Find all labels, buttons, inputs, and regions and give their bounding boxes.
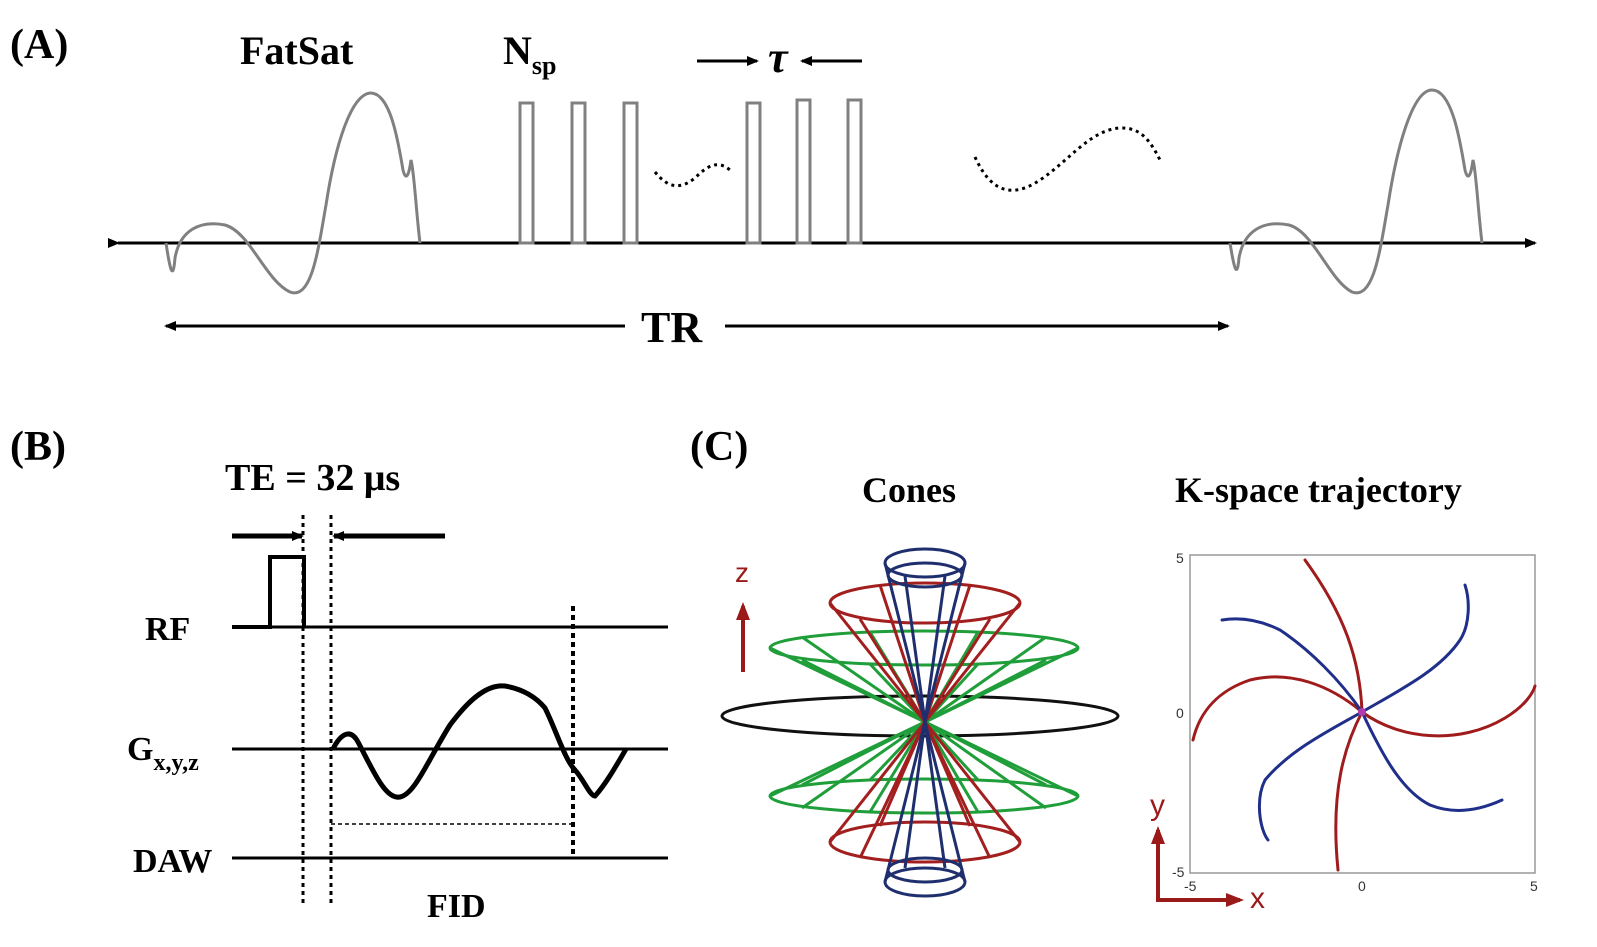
tr-label: TR bbox=[641, 303, 703, 352]
nsp-subscript: sp bbox=[532, 51, 557, 80]
traj-blue-arm bbox=[1258, 710, 1364, 842]
traj-blue-arm bbox=[1220, 617, 1364, 714]
sp-pulse bbox=[622, 101, 639, 245]
cones-diagram bbox=[720, 547, 1120, 898]
traj-blue-arm bbox=[1360, 583, 1470, 714]
daw-label: DAW bbox=[133, 843, 212, 880]
tick-y-top: 5 bbox=[1176, 550, 1184, 566]
traj-red-arm bbox=[1303, 558, 1364, 714]
traj-red-arm bbox=[1191, 675, 1364, 742]
rf-label: RF bbox=[145, 611, 190, 648]
dotted-readout-curve bbox=[973, 126, 1162, 192]
blue-cone-upper bbox=[883, 547, 967, 723]
sp-pulse bbox=[846, 98, 863, 245]
traj-red-arm bbox=[1334, 710, 1364, 872]
te-label: TE = 32 μs bbox=[225, 457, 400, 499]
traj-blue-arm bbox=[1360, 710, 1504, 812]
sp-pulse bbox=[745, 101, 762, 245]
kspace-center bbox=[1358, 708, 1366, 716]
tau-label: τ bbox=[768, 33, 789, 82]
y-axis-label: y bbox=[1150, 789, 1165, 822]
kspace-trajectories bbox=[1191, 558, 1537, 872]
g-subscript: x,y,z bbox=[153, 750, 199, 776]
panel-c: (C) Cones K-space trajectory z bbox=[690, 424, 1538, 915]
nsp-main: N bbox=[503, 28, 532, 73]
panel-c-label: (C) bbox=[690, 424, 748, 470]
fatsat-pulse-1 bbox=[164, 91, 422, 295]
tick-y-bottom: -5 bbox=[1172, 864, 1185, 880]
tick-x-right: 5 bbox=[1530, 878, 1538, 894]
fatsat-pulse-2 bbox=[1228, 88, 1484, 295]
panel-a: (A) FatSat Nsp τ TR bbox=[10, 22, 1537, 352]
fatsat-label: FatSat bbox=[240, 28, 354, 73]
cones-title: Cones bbox=[862, 470, 956, 510]
g-main: G bbox=[127, 731, 153, 768]
x-axis-label: x bbox=[1250, 882, 1265, 915]
dotted-continuation-small bbox=[653, 163, 731, 188]
z-axis-label: z bbox=[735, 557, 749, 588]
rf-hard-pulse bbox=[232, 555, 306, 629]
sp-pulse bbox=[518, 101, 535, 245]
panel-a-label: (A) bbox=[10, 22, 68, 68]
gradient-waveform bbox=[330, 683, 629, 800]
sp-pulse bbox=[570, 101, 587, 245]
kspace-title: K-space trajectory bbox=[1175, 470, 1462, 510]
panel-b: (B) TE = 32 μs RF Gx,y,z DAW FID bbox=[10, 424, 668, 925]
red-cone-upper bbox=[828, 581, 1022, 723]
fid-label: FID bbox=[427, 888, 486, 925]
nsp-pulse-train bbox=[518, 98, 863, 245]
tick-x-left: -5 bbox=[1184, 878, 1197, 894]
nsp-label: Nsp bbox=[503, 28, 556, 80]
tick-y-mid: 0 bbox=[1176, 705, 1184, 721]
sp-pulse bbox=[795, 98, 812, 245]
red-cone-lower bbox=[828, 721, 1022, 864]
g-label: Gx,y,z bbox=[127, 731, 199, 776]
tick-x-mid: 0 bbox=[1358, 878, 1366, 894]
traj-red-arm bbox=[1360, 684, 1537, 738]
green-cone-lower bbox=[768, 720, 1080, 815]
blue-cone-lower bbox=[883, 721, 967, 898]
panel-b-label: (B) bbox=[10, 424, 66, 470]
